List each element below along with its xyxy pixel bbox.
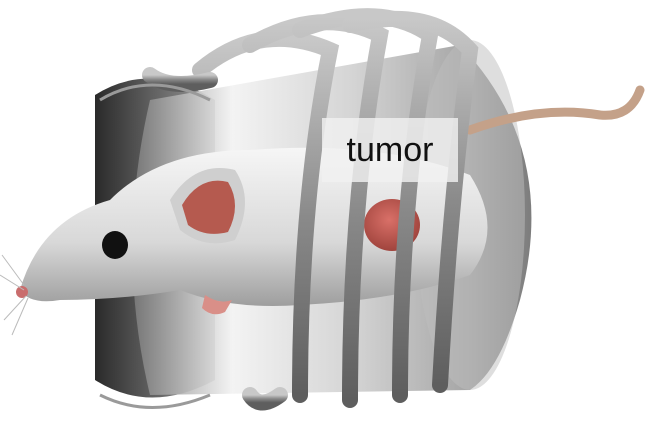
- tumor-label: tumor: [322, 118, 458, 182]
- tumor-label-text: tumor: [347, 131, 434, 170]
- mouse-eye: [102, 231, 128, 259]
- coil-lead-bottom: [250, 395, 280, 403]
- coil-lead-left: [150, 75, 210, 84]
